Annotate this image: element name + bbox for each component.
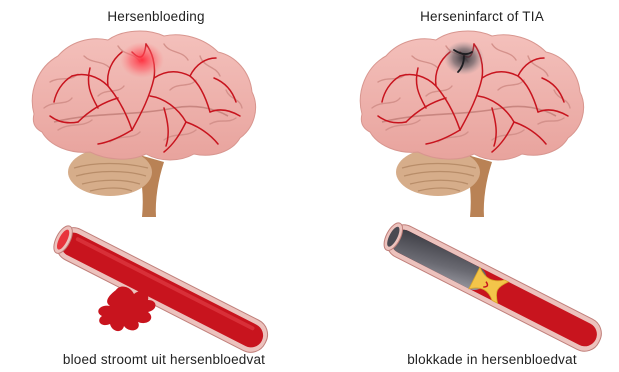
caption-hersenbloeding: bloed stroomt uit hersenbloedvat [4, 352, 324, 367]
caption-herseninfarct: blokkade in hersenbloedvat [332, 352, 619, 367]
brain-right [360, 31, 583, 217]
brain-left [32, 31, 255, 217]
vessel-blocked [379, 218, 606, 356]
hemorrhage-spot [120, 42, 164, 78]
vessel-ruptured [49, 221, 273, 358]
